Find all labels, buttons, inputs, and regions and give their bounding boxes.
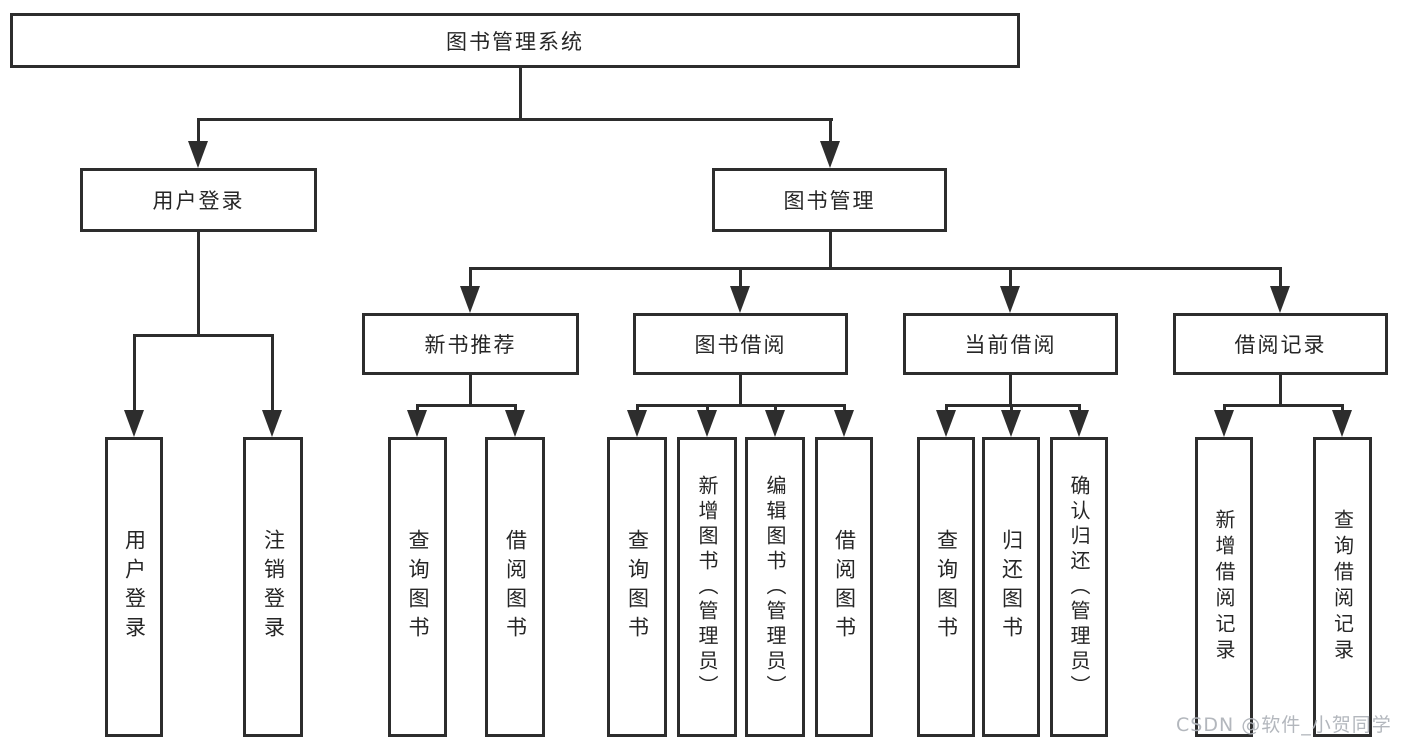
node-book-borrow-label: 图书借阅 — [694, 333, 787, 357]
leaf-logout-label: 注销登录 — [261, 529, 286, 645]
connector-user-login-stub — [197, 230, 200, 337]
connector-book-mgmt-stub — [829, 230, 832, 270]
leaf-edit-book-admin-label: 编辑图书（管理员） — [763, 474, 787, 700]
leaf-query-borrow-record: 查询借阅记录 — [1313, 437, 1372, 737]
arrowhead-return-book — [1001, 410, 1021, 437]
connector-stem-leaf-user-login — [133, 334, 136, 412]
leaf-query-book-1-label: 查询图书 — [406, 529, 430, 645]
leaf-query-book-3: 查询图书 — [917, 437, 975, 737]
leaf-query-book-3-label: 查询图书 — [934, 529, 959, 645]
node-borrow-records-label: 借阅记录 — [1234, 333, 1327, 357]
connector-book-borrow-rail — [636, 404, 846, 407]
connector-stem-new-book — [469, 267, 472, 289]
connector-stem-leaf-logout — [271, 334, 274, 412]
arrowhead-query-book-2 — [627, 410, 647, 437]
leaf-add-book-admin-label: 新增图书（管理员） — [695, 474, 719, 700]
connector-user-login-rail — [133, 334, 274, 337]
connector-new-book-stub — [469, 373, 472, 407]
arrowhead-current-borrow — [1000, 286, 1020, 313]
leaf-edit-book-admin: 编辑图书（管理员） — [745, 437, 805, 737]
leaf-query-book-1: 查询图书 — [388, 437, 447, 737]
arrowhead-user-login — [188, 141, 208, 168]
connector-stem-user-login — [197, 118, 200, 144]
leaf-confirm-return-admin: 确认归还（管理员） — [1050, 437, 1108, 737]
connector-borrow-records-stub — [1279, 373, 1282, 407]
node-root-label: 图书管理系统 — [446, 29, 584, 54]
arrowhead-query-record — [1332, 410, 1352, 437]
leaf-borrow-book-2-label: 借阅图书 — [832, 529, 857, 645]
leaf-user-login-label: 用户登录 — [122, 529, 147, 645]
node-current-borrow: 当前借阅 — [903, 313, 1118, 375]
leaf-return-book-label: 归还图书 — [999, 529, 1024, 645]
node-user-login: 用户登录 — [80, 168, 317, 232]
leaf-user-login: 用户登录 — [105, 437, 163, 737]
arrowhead-new-book — [460, 286, 480, 313]
leaf-query-book-2-label: 查询图书 — [625, 529, 650, 645]
connector-book-borrow-stub — [739, 373, 742, 407]
arrowhead-add-book — [697, 410, 717, 437]
csdn-watermark: CSDN @软件_小贺同学 — [1176, 714, 1392, 736]
node-borrow-records: 借阅记录 — [1173, 313, 1388, 375]
connector-level3-rail — [469, 267, 1282, 270]
arrowhead-leaf-logout — [262, 410, 282, 437]
connector-current-borrow-stub — [1009, 373, 1012, 407]
node-new-book-recommend: 新书推荐 — [362, 313, 579, 375]
leaf-query-book-2: 查询图书 — [607, 437, 667, 737]
connector-stem-current-borrow — [1009, 267, 1012, 289]
connector-level2-rail — [197, 118, 833, 121]
arrowhead-query-book-3 — [936, 410, 956, 437]
connector-stem-borrow-records — [1279, 267, 1282, 289]
arrowhead-borrow-book-1 — [505, 410, 525, 437]
node-current-borrow-label: 当前借阅 — [964, 333, 1057, 357]
connector-current-borrow-rail — [945, 404, 1081, 407]
leaf-add-borrow-record: 新增借阅记录 — [1195, 437, 1253, 737]
connector-borrow-records-rail — [1223, 404, 1344, 407]
connector-stem-book-borrow — [739, 267, 742, 289]
arrowhead-confirm-return — [1069, 410, 1089, 437]
arrowhead-book-mgmt — [820, 141, 840, 168]
leaf-borrow-book-2: 借阅图书 — [815, 437, 873, 737]
leaf-query-borrow-record-label: 查询借阅记录 — [1330, 509, 1355, 665]
arrowhead-borrow-book-2 — [834, 410, 854, 437]
connector-root-stub — [519, 66, 522, 121]
arrowhead-query-book-1 — [407, 410, 427, 437]
node-root: 图书管理系统 — [10, 13, 1020, 68]
leaf-add-book-admin: 新增图书（管理员） — [677, 437, 737, 737]
leaf-logout: 注销登录 — [243, 437, 303, 737]
arrowhead-borrow-records — [1270, 286, 1290, 313]
arrowhead-leaf-user-login — [124, 410, 144, 437]
leaf-borrow-book-1-label: 借阅图书 — [503, 529, 528, 645]
node-new-book-recommend-label: 新书推荐 — [424, 333, 517, 357]
leaf-confirm-return-admin-label: 确认归还（管理员） — [1067, 474, 1091, 700]
leaf-borrow-book-1: 借阅图书 — [485, 437, 545, 737]
connector-new-book-rail — [416, 404, 517, 407]
leaf-add-borrow-record-label: 新增借阅记录 — [1212, 509, 1236, 665]
node-user-login-label: 用户登录 — [152, 189, 245, 213]
connector-stem-book-mgmt — [829, 118, 832, 144]
leaf-return-book: 归还图书 — [982, 437, 1040, 737]
node-book-mgmt-label: 图书管理 — [783, 189, 876, 213]
node-book-mgmt: 图书管理 — [712, 168, 947, 232]
arrowhead-book-borrow — [730, 286, 750, 313]
arrowhead-edit-book — [765, 410, 785, 437]
arrowhead-add-record — [1214, 410, 1234, 437]
node-book-borrow: 图书借阅 — [633, 313, 848, 375]
